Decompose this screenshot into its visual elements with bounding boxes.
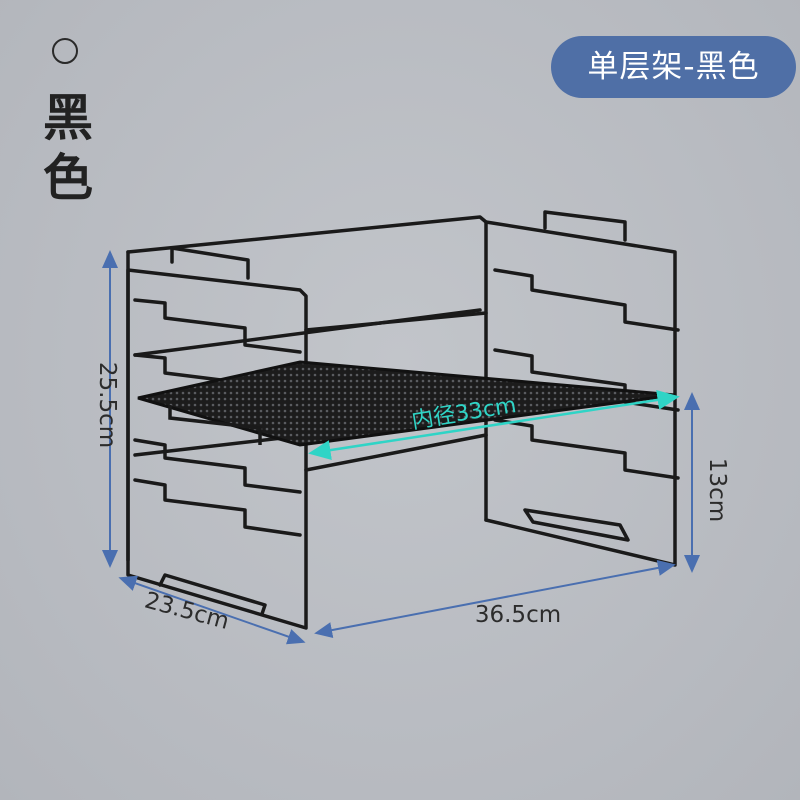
depth-label: 23.5cm — [142, 588, 232, 635]
color-option-label: 黑色 — [43, 89, 93, 207]
width-label: 36.5cm — [475, 602, 561, 628]
color-option-radio-icon[interactable] — [52, 38, 78, 64]
height-label: 25.5cm — [94, 362, 120, 448]
variant-badge: 单层架-黑色 — [551, 36, 796, 98]
inner-diameter-line — [308, 390, 680, 460]
shelf-height-label: 13cm — [704, 458, 730, 522]
dimension-lines — [102, 250, 700, 645]
mesh-shelf — [137, 360, 676, 447]
